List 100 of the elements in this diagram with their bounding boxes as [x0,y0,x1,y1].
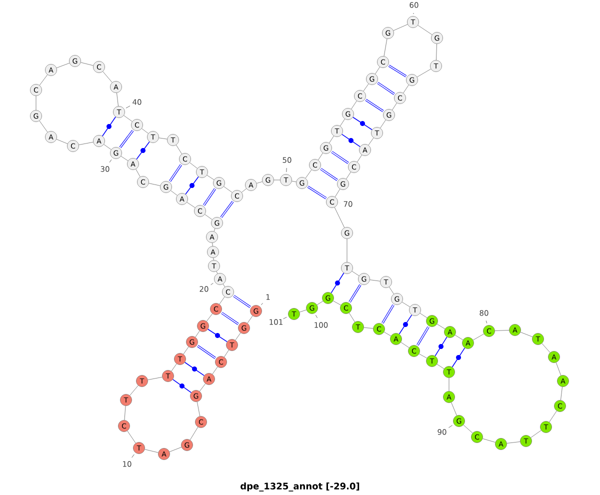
backbone-line [494,330,510,331]
backbone-line [80,62,94,66]
backbone-line [448,378,450,392]
backbone-line [136,168,140,178]
backbone-line [247,316,253,324]
caption: dpe_1325_annot [-29.0] [240,482,360,492]
backbone-line [416,68,432,78]
backbone-line [352,270,360,276]
backbone-line [472,334,484,340]
backbone-line [127,430,136,444]
base-pair-line [320,168,338,181]
backbone-line [418,354,428,358]
backbone-line [120,156,128,161]
backbone-line [206,174,214,180]
backbone-line [482,438,496,443]
base-pair-line [330,272,344,294]
backbone-line [364,327,374,329]
backbone-line [204,214,212,220]
backbone-line [380,120,386,128]
backbone-line [171,364,177,372]
backbone-line [436,44,438,60]
backbone-line [463,424,473,434]
backbone-line [299,310,307,312]
backbone-line [39,74,48,86]
base-pair-line [307,186,327,200]
backbone-line [436,324,446,330]
backbone-line [560,386,563,400]
backbone-line [216,271,218,274]
backbone-line [56,139,68,144]
base-pair-line [197,345,216,359]
backbone-line [124,406,126,420]
backbone-line [316,300,324,306]
backbone-line [556,362,562,376]
backbone-line [340,118,346,126]
base-pair-line [136,141,150,160]
backbone-line [190,426,198,440]
backbone-line [102,71,112,83]
backbone-line [334,207,345,228]
base-pair-line [208,328,228,342]
backbone-line [348,312,356,322]
backbone-line [142,128,148,134]
base-pair-line [185,176,199,195]
backbone-line [403,84,409,94]
backbone-line [130,385,138,396]
backbone-line [186,202,196,208]
backbone-line [222,284,226,288]
backbone-line [195,330,200,338]
backbone-line [420,312,428,318]
backbone-line [212,242,213,246]
backbone-line [196,402,200,416]
backbone-line [169,446,182,452]
backbone-line [400,342,410,348]
backbone-line [148,183,160,186]
backbone-line [506,441,520,444]
backbone-line [418,25,432,35]
backbone-line [124,115,132,122]
base-pair-line [352,116,372,130]
backbone-line [183,346,189,354]
backbone-line [332,300,342,306]
base-pair-line [119,130,134,148]
backbone-line [370,280,380,282]
backbone-line [292,180,296,182]
backbone-line [158,138,168,140]
backbone-line [334,188,340,198]
backbone-line [384,332,392,336]
backbone-line [199,383,206,392]
backbone-line [148,376,162,380]
backbone-line [549,410,557,422]
backbone-line [392,102,398,110]
backbone-line [328,136,334,144]
base-pair-line [184,362,205,376]
base-pair-line [416,326,430,346]
backbone-line [116,92,119,106]
backbone-line [451,402,457,416]
backbone-line [388,286,394,294]
backbone-line [214,228,216,232]
base-pair-line [220,200,234,218]
backbone-line [170,190,178,196]
base-pair-line [398,314,412,334]
base-pair-line [382,304,394,324]
backbone-line [144,449,158,453]
base-pair-line [203,188,216,206]
backbone-line [219,296,225,304]
base-pair-line [348,284,362,303]
backbone-line [206,313,213,322]
backbone-line [39,120,48,132]
backbone-line [346,238,348,262]
backbone-line [402,302,410,308]
backbone-line [189,162,198,169]
backbone-line [454,334,464,340]
base-pair-line [388,64,407,78]
backbone-line [241,188,247,193]
base-pair-line [172,379,192,393]
base-pair-line [365,98,384,112]
backbone-line [104,144,112,150]
backbone-line [224,350,230,358]
base-pair-line [169,164,182,182]
base-pair-line [342,134,360,148]
backbone-line [351,100,357,110]
backbone-line [56,62,70,68]
